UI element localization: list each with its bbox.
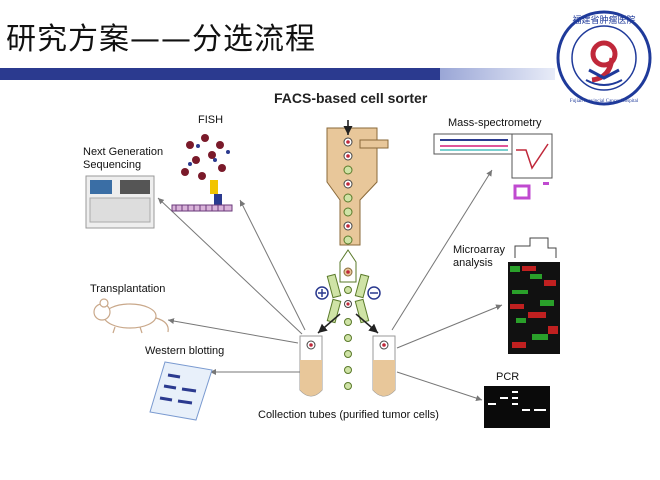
collection-tube-right xyxy=(372,335,396,397)
logo-subtext: Fujian Provincial Cancer Hospital xyxy=(570,99,639,104)
label-mass-spec: Mass-spectrometry xyxy=(448,117,542,129)
pcr-gel xyxy=(484,386,550,428)
label-ngs-line2: Sequencing xyxy=(83,159,141,171)
label-pcr: PCR xyxy=(496,371,519,383)
sequencer-icon xyxy=(85,175,155,229)
label-ngs-line1: Next Generation xyxy=(83,146,163,158)
title-bar-fade xyxy=(440,68,555,80)
label-microarray-line2: analysis xyxy=(453,257,493,269)
arrows xyxy=(157,169,503,401)
mass-spec-icon xyxy=(433,133,553,200)
label-collection: Collection tubes (purified tumor cells) xyxy=(258,409,439,421)
mouse-icon xyxy=(93,298,169,334)
microarray-heatmap xyxy=(508,237,560,354)
label-western: Western blotting xyxy=(145,345,224,357)
title-bar xyxy=(0,68,440,80)
fish-probe xyxy=(171,134,233,212)
logo-text: 福建省肿瘤医院 xyxy=(572,14,635,26)
western-blot-icon xyxy=(149,361,213,421)
diagram-header: FACS-based cell sorter xyxy=(274,90,428,106)
slide-title: 研究方案——分选流程 xyxy=(6,22,316,57)
hospital-logo: 福建省肿瘤医院 Fujian Provincial Cancer Hospita… xyxy=(556,10,652,106)
collection-tube-left xyxy=(299,335,323,397)
label-fish: FISH xyxy=(198,114,223,126)
sorter-nozzle xyxy=(326,120,389,246)
deflection-plates xyxy=(315,249,381,390)
label-transplantation: Transplantation xyxy=(90,283,165,295)
label-microarray-line1: Microarray xyxy=(453,244,505,256)
